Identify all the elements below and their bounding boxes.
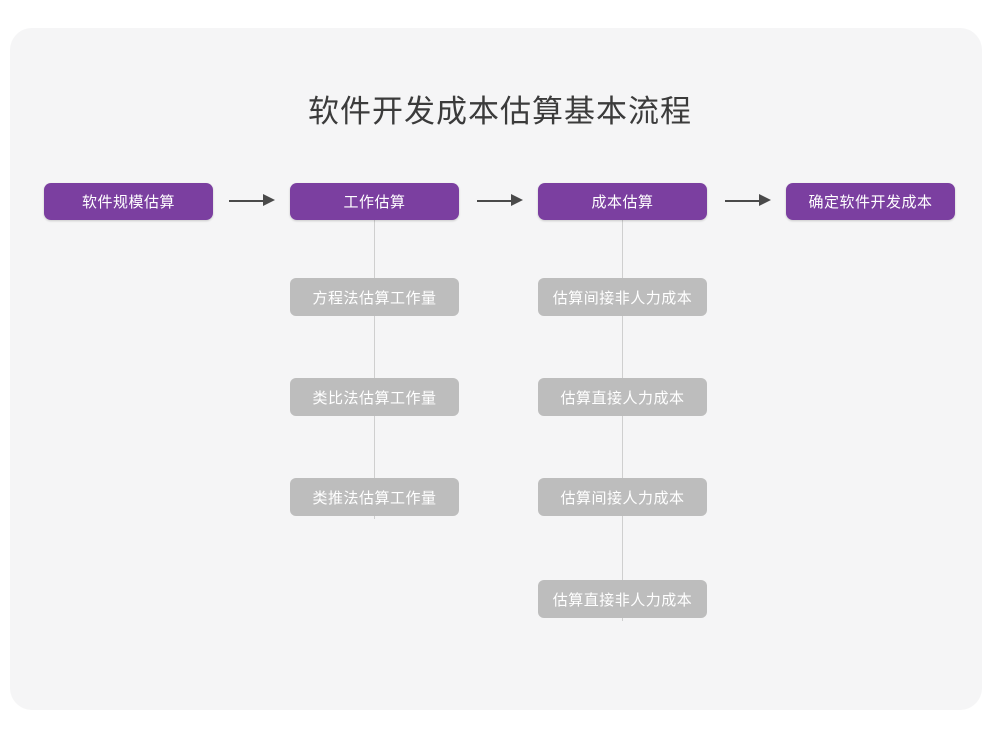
sub-node-direct-labor-cost[interactable]: 估算直接人力成本: [538, 378, 707, 416]
flow-node-software-size-estimation[interactable]: 软件规模估算: [44, 183, 213, 220]
sub-node-direct-nonlabor-cost[interactable]: 估算直接非人力成本: [538, 580, 707, 618]
flow-node-work-estimation[interactable]: 工作估算: [290, 183, 459, 220]
sub-node-indirect-labor-cost[interactable]: 估算间接人力成本: [538, 478, 707, 516]
arrow-shaft: [229, 200, 266, 202]
content-card: [10, 28, 982, 710]
arrow-head-icon: [759, 194, 771, 206]
arrow-shaft: [477, 200, 514, 202]
arrow-step1-to-step2: [229, 191, 275, 211]
arrow-shaft: [725, 200, 762, 202]
arrow-head-icon: [263, 194, 275, 206]
arrow-step2-to-step3: [477, 191, 523, 211]
arrow-head-icon: [511, 194, 523, 206]
page-title: 软件开发成本估算基本流程: [308, 94, 692, 129]
connector-line-cost-branch: [622, 219, 624, 621]
sub-node-equation-method-workload[interactable]: 方程法估算工作量: [290, 278, 459, 316]
sub-node-analogy-method-workload[interactable]: 类比法估算工作量: [290, 378, 459, 416]
flow-node-determine-development-cost[interactable]: 确定软件开发成本: [786, 183, 955, 220]
flow-node-cost-estimation[interactable]: 成本估算: [538, 183, 707, 220]
sub-node-inference-method-workload[interactable]: 类推法估算工作量: [290, 478, 459, 516]
connector-line-work-branch: [374, 219, 376, 519]
arrow-step3-to-step4: [725, 191, 771, 211]
sub-node-indirect-nonlabor-cost[interactable]: 估算间接非人力成本: [538, 278, 707, 316]
